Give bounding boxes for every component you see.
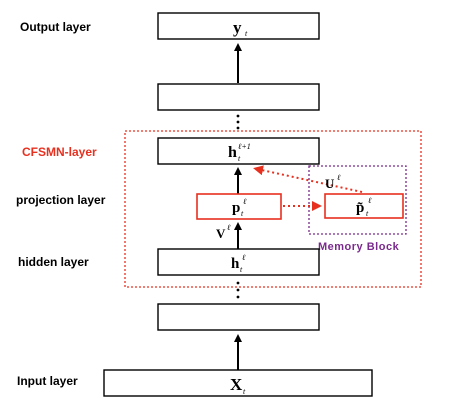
projection-layer-label: projection layer xyxy=(16,193,106,207)
output-node-box xyxy=(157,12,320,40)
projection-node-box xyxy=(196,193,282,220)
input-layer-label: Input layer xyxy=(17,374,78,388)
cfsmn-node-symbol: h t ℓ+1 xyxy=(228,142,251,163)
svg-text:h: h xyxy=(231,256,240,272)
svg-text:t: t xyxy=(243,387,246,396)
lower-ellipsis xyxy=(236,281,240,299)
svg-text:U: U xyxy=(325,176,335,191)
hidden-node-symbol: h t ℓ xyxy=(231,253,246,274)
svg-text:ℓ: ℓ xyxy=(243,197,247,206)
input-node-symbol: X t xyxy=(230,375,246,396)
input-node-box xyxy=(103,369,373,397)
lower-hidden-box xyxy=(157,303,320,331)
svg-text:t: t xyxy=(241,209,244,218)
cfsmn-layer-label: CFSMN-layer xyxy=(22,145,97,159)
svg-text:h: h xyxy=(228,144,237,161)
svg-text:p̃: p̃ xyxy=(356,200,364,216)
svg-text:X: X xyxy=(230,375,243,394)
hidden-layer-label: hidden layer xyxy=(18,255,89,269)
projection-node-symbol: p t ℓ xyxy=(232,197,247,218)
svg-text:ℓ: ℓ xyxy=(227,223,231,232)
svg-text:t: t xyxy=(366,209,369,218)
svg-text:ℓ+1: ℓ+1 xyxy=(238,142,251,151)
svg-text:t: t xyxy=(240,265,243,274)
output-layer-label: Output layer xyxy=(20,20,91,34)
svg-text:p: p xyxy=(232,200,240,216)
output-node-symbol: y t xyxy=(233,18,248,38)
svg-text:y: y xyxy=(233,18,242,37)
svg-text:t: t xyxy=(238,154,241,163)
memory-node-box xyxy=(324,193,404,219)
svg-text:ℓ: ℓ xyxy=(337,173,341,182)
svg-text:ℓ: ℓ xyxy=(242,253,246,262)
arrow-memory-to-cfsmn xyxy=(253,165,363,193)
cfsmn-node-box xyxy=(157,137,320,165)
svg-text:ℓ: ℓ xyxy=(368,196,372,205)
memory-node-symbol: p̃ t ℓ xyxy=(356,196,372,218)
upper-ellipsis xyxy=(236,114,240,130)
svg-text:t: t xyxy=(245,29,248,38)
edge-label-u: U ℓ xyxy=(325,173,341,191)
cfsmn-region-boundary xyxy=(124,130,422,288)
memory-block-label: Memory Block xyxy=(318,241,400,253)
upper-hidden-box xyxy=(157,83,320,111)
memory-block-boundary xyxy=(308,165,407,235)
svg-text:V: V xyxy=(216,226,226,241)
hidden-node-box xyxy=(157,248,320,276)
edge-label-v: V ℓ xyxy=(216,223,231,241)
